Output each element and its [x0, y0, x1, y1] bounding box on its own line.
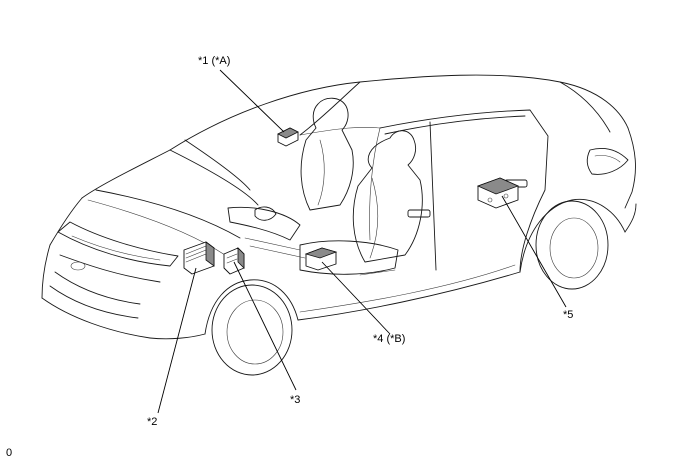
- leader-line-4: [321, 261, 391, 335]
- leader-line-1: [219, 69, 285, 133]
- seats: [227, 97, 423, 276]
- leader-line-2: [157, 267, 197, 414]
- component-3-relay: [223, 247, 245, 275]
- component-1-module: [277, 127, 299, 147]
- leader-line-5: [501, 195, 567, 308]
- component-4-module: [304, 247, 338, 271]
- leader-lines: [157, 69, 567, 414]
- callout-label-3: *3: [290, 394, 301, 406]
- callout-label-5: *5: [563, 309, 574, 321]
- callout-label-2: *2: [147, 416, 158, 428]
- callout-label-4: *4 (*B): [373, 333, 406, 345]
- component-5-module: [476, 177, 520, 209]
- component-2-ecu: [183, 241, 215, 275]
- leader-line-3: [233, 261, 297, 391]
- figure-id-label: 0: [6, 447, 13, 459]
- car-body: [41, 74, 637, 376]
- callout-label-1: *1 (*A): [198, 55, 231, 67]
